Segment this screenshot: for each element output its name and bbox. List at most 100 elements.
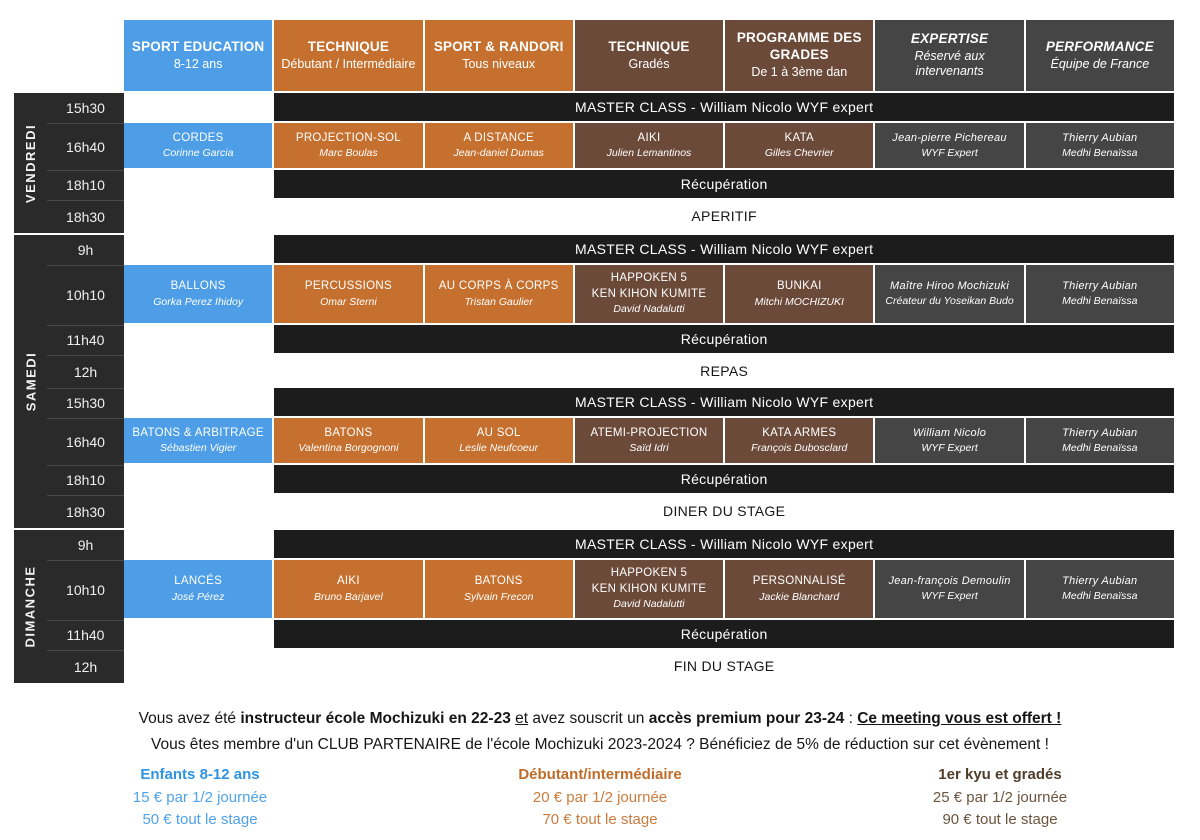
lesson-cell: A DISTANCE Jean-daniel Dumas <box>424 123 573 168</box>
note-segment: : <box>844 710 858 727</box>
lesson-instructor: Medhi Benaïssa <box>1062 146 1138 159</box>
lesson-title: BATONS <box>324 426 373 439</box>
lesson-title: Maître Hiroo Mochizuki <box>890 280 1010 293</box>
row-content: APERITIF <box>124 200 1174 233</box>
lesson-title: PROJECTION-SOL <box>295 131 401 144</box>
lesson-title: BATONS & ARBITRAGE <box>132 426 264 439</box>
lesson-title: BALLONS <box>170 280 226 293</box>
lesson-instructor: Valentina Borgognoni <box>298 442 399 455</box>
empty-first-column <box>124 170 272 198</box>
lesson-instructor: Jean-daniel Dumas <box>453 147 544 160</box>
lesson-instructor: Gilles Chevrier <box>764 147 834 160</box>
lesson-title: William Nicolo <box>912 426 987 439</box>
lesson-instructor: WYF Expert <box>921 146 978 159</box>
lesson-title: PERCUSSIONS <box>304 280 392 293</box>
pricing-enfants: Enfants 8-12 ans 15 € par 1/2 journée 50… <box>0 764 400 831</box>
lesson-instructor: Gorka Perez Ihidoy <box>153 295 244 308</box>
note-segment: instructeur école Mochizuki en 22-23 <box>240 710 511 727</box>
lesson-title: KATA <box>784 131 815 144</box>
row-content: MASTER CLASS - William Nicolo WYF expert <box>124 388 1174 418</box>
lesson-title: Thierry Aubian <box>1062 575 1138 588</box>
empty-first-column <box>124 355 272 386</box>
note-segment: accès premium pour 23-24 <box>648 710 845 727</box>
pricing-debutant: Débutant/intermédiaire 20 € par 1/2 jour… <box>400 764 800 831</box>
lesson-title: PERSONNALISÉ <box>752 575 846 588</box>
pricing-grades-title: 1er kyu et gradés <box>938 766 1062 783</box>
pricing-grades: 1er kyu et gradés 25 € par 1/2 journée 9… <box>800 764 1200 831</box>
lesson-instructor: Medhi Benaïssa <box>1062 295 1138 308</box>
dark-banner: MASTER CLASS - William Nicolo WYF expert <box>274 388 1174 416</box>
day-label-text: VENDREDI <box>23 123 38 203</box>
note-segment: et <box>515 710 529 727</box>
row-content: REPAS <box>124 355 1174 388</box>
lesson-cell: BUNKAI Mitchi MOCHIZUKI <box>725 265 874 323</box>
empty-first-column <box>124 620 272 648</box>
lesson-title: BATONS <box>474 575 523 588</box>
note-segment: avez souscrit un <box>528 710 649 727</box>
lesson-title-line2: KEN KIHON KUMITE <box>591 287 707 300</box>
lesson-cell: KATA ARMES François Dubosclard <box>725 418 874 463</box>
header-column-title: TECHNIQUE <box>307 38 390 54</box>
day-label-dimanche: DIMANCHE <box>14 530 47 683</box>
row-content: FIN DU STAGE <box>124 650 1174 683</box>
row-content: MASTER CLASS - William Nicolo WYF expert <box>124 530 1174 560</box>
lesson-title: HAPPOKEN 5 <box>610 272 688 285</box>
header-column-title: PROGRAMME DES GRADES <box>736 30 862 63</box>
pricing-enfants-halfday: 15 € par 1/2 journée <box>132 789 268 806</box>
header-column-subtitle: 8-12 ans <box>173 56 223 71</box>
lesson-instructor: WYF Expert <box>921 590 978 603</box>
empty-first-column <box>124 200 272 231</box>
lesson-title: A DISTANCE <box>463 131 534 144</box>
light-banner: REPAS <box>274 355 1174 386</box>
lesson-instructor: José Pérez <box>171 590 225 603</box>
lesson-title: AU SOL <box>476 426 521 439</box>
lesson-title: BUNKAI <box>776 280 822 293</box>
header-column-subtitle: Équipe de France <box>1050 56 1150 71</box>
time-cell: 11h40 <box>47 325 124 355</box>
time-cell: 18h10 <box>47 465 124 495</box>
pricing-grades-full: 90 € tout le stage <box>942 811 1058 828</box>
time-cell: 18h30 <box>47 200 124 233</box>
time-cell: 15h30 <box>47 93 124 123</box>
lesson-instructor: Mitchi MOCHIZUKI <box>754 295 844 308</box>
lesson-instructor: François Dubosclard <box>751 442 848 455</box>
lesson-title: KATA ARMES <box>762 426 837 439</box>
pricing-debutant-full: 70 € tout le stage <box>542 811 658 828</box>
lesson-instructor: Julien Lemantinos <box>606 147 692 160</box>
header-column-title: SPORT & RANDORI <box>433 38 564 54</box>
lesson-title: AIKI <box>336 575 360 588</box>
lesson-title: ATEMI-PROJECTION <box>590 426 708 439</box>
